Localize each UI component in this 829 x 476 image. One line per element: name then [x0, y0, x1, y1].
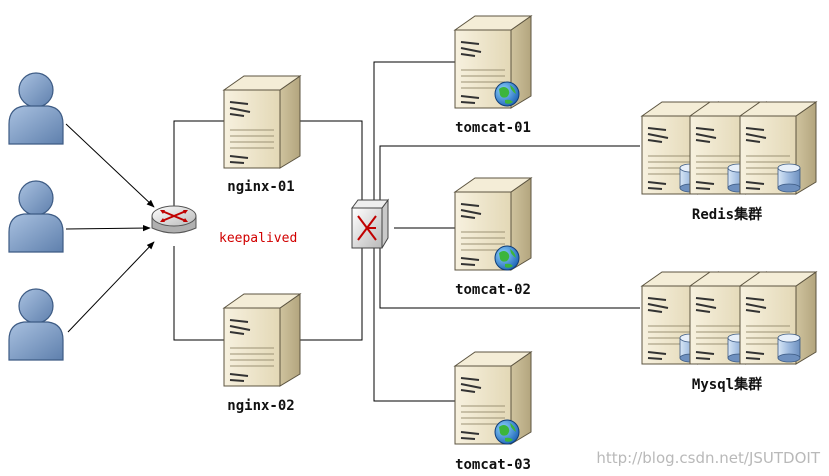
redis-cluster-label: Redis集群 [692, 206, 762, 223]
user-3-link [67, 241, 155, 333]
tomcat-03-server-icon [454, 351, 532, 445]
user-icon-2 [8, 180, 64, 253]
nginx-01-server-icon [223, 75, 301, 169]
switch-icon [351, 198, 389, 249]
keepalived-label: keepalived [219, 231, 297, 246]
tomcat-02-label: tomcat-02 [455, 282, 531, 298]
connection-lines [65, 61, 640, 402]
redis-cluster-icon [642, 102, 816, 194]
switch-mysql-link [379, 246, 640, 309]
switch-tomcat-03-link [373, 246, 455, 402]
nginx-01-label: nginx-01 [227, 179, 294, 195]
tomcat-02-server-icon [454, 177, 532, 271]
user-icon-3 [8, 288, 64, 361]
nginx-02-server-icon [223, 293, 301, 387]
switch-redis-link [379, 145, 640, 210]
router-icon [151, 205, 197, 234]
user-icon-1 [8, 72, 64, 145]
tomcat-01-server-icon [454, 15, 532, 109]
switch-tomcat-01-link [373, 61, 455, 210]
user-2-link [65, 224, 151, 232]
nginx-02-label: nginx-02 [227, 398, 294, 414]
nginx-01-switch-link [298, 120, 363, 209]
router-nginx-02-link [173, 246, 224, 341]
router-nginx-01-link [173, 120, 224, 206]
globe-icon [494, 245, 520, 271]
tomcat-01-label: tomcat-01 [455, 120, 531, 136]
globe-icon [494, 419, 520, 445]
user-1-link [65, 123, 155, 208]
tomcat-03-label: tomcat-03 [455, 457, 531, 473]
globe-icon [494, 81, 520, 107]
mysql-cluster-icon [642, 272, 816, 364]
watermark-text: http://blog.csdn.net/JSUTDOIT [596, 449, 821, 467]
mysql-cluster-label: Mysql集群 [692, 376, 762, 393]
nginx-02-switch-link [298, 245, 363, 341]
